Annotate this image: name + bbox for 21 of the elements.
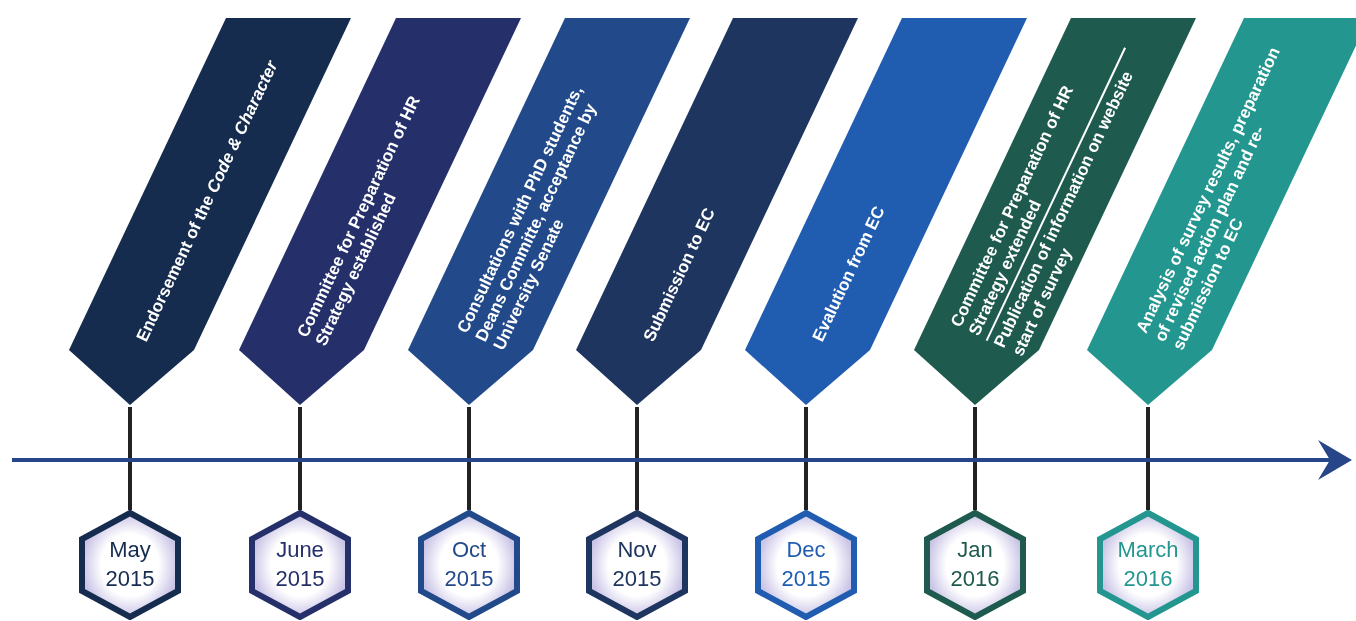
date-label: June 2015	[274, 536, 326, 593]
date-hexagon	[585, 510, 689, 620]
tick-line	[298, 407, 302, 510]
tick-line	[973, 407, 977, 510]
date-label: Dec 2015	[780, 536, 832, 593]
tick-line	[804, 407, 808, 510]
date-label: Nov 2015	[611, 536, 663, 593]
tick-line	[128, 407, 132, 510]
date-hexagon	[248, 510, 352, 620]
date-hexagon	[78, 510, 182, 620]
date-hexagon	[923, 510, 1027, 620]
date-hexagon	[417, 510, 521, 620]
tick-line	[635, 407, 639, 510]
tick-line	[467, 407, 471, 510]
date-hexagon	[1096, 510, 1200, 620]
date-label: Oct 2015	[443, 536, 495, 593]
date-label: Jan 2016	[949, 536, 1001, 593]
date-label: March 2016	[1116, 536, 1180, 593]
date-label: May 2015	[104, 536, 156, 593]
date-hexagon	[754, 510, 858, 620]
tick-line	[1146, 407, 1150, 510]
